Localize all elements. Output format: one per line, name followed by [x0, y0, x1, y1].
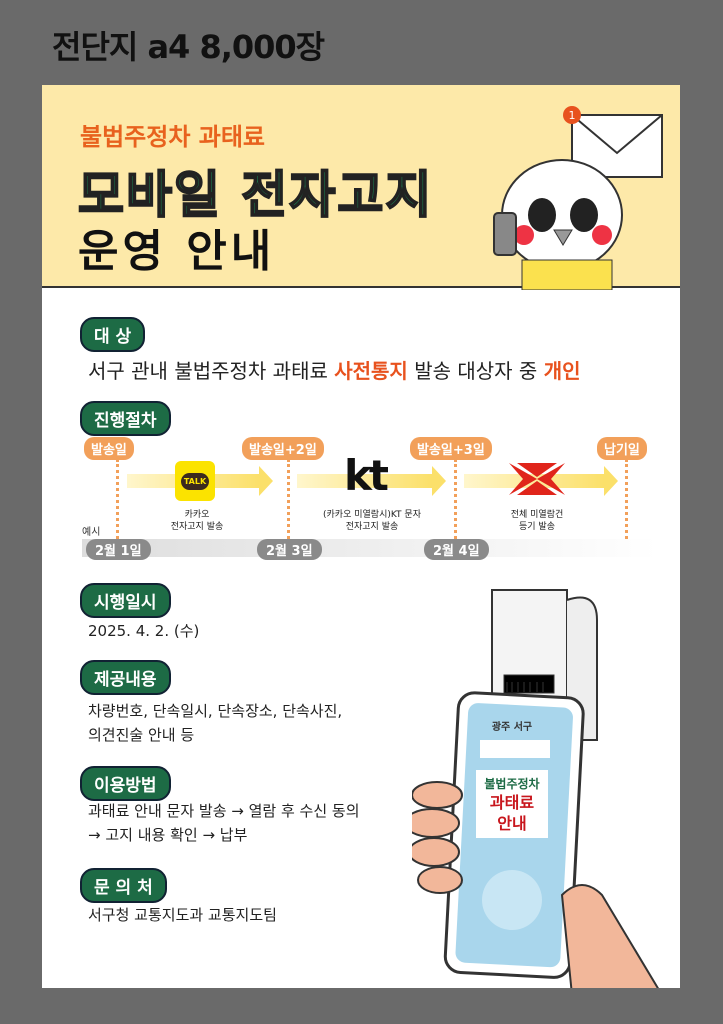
svg-text:과태료: 과태료	[490, 793, 534, 812]
flyer-spec-title: 전단지 a4 8,000장	[52, 28, 325, 66]
poster-header: 불법주정차 과태료 모바일 전자고지 운영 안내 1	[42, 85, 680, 290]
example-label: 예시	[82, 527, 101, 538]
example-date: 2월 4일	[424, 539, 489, 560]
example-date: 2월 3일	[257, 539, 322, 560]
contact-text: 서구청 교통지도과 교통지도팀	[88, 906, 277, 924]
step-pill: 발송일+2일	[242, 437, 324, 460]
step-pill: 발송일	[84, 437, 134, 460]
post-icon	[509, 463, 565, 495]
phone-illustration: 광주 서구 불법주정차 과태료 안내	[412, 589, 659, 988]
arrow	[464, 466, 618, 496]
svg-text:불법주정차: 불법주정차	[484, 776, 539, 791]
svg-text:안내: 안내	[497, 814, 526, 833]
header-title: 모바일 전자고지	[77, 165, 434, 225]
section-label-contact: 문 의 처	[80, 868, 167, 903]
section-label-usage: 이용방법	[80, 766, 171, 801]
header-subtitle: 불법주정차 과태료	[80, 123, 265, 151]
mascot-illustration: 1	[493, 106, 663, 290]
usage-text: 과태료 안내 문자 발송 → 열람 후 수신 동의→ 고지 내용 확인 → 납부	[88, 802, 360, 844]
step-pill: 납기일	[597, 437, 647, 460]
header-title-line2: 운영 안내	[78, 226, 276, 277]
arrow	[297, 466, 446, 496]
target-text: 서구 관내 불법주정차 과태료 사전통지 발송 대상자 중 개인	[88, 359, 581, 383]
kakaotalk-logo: TALK	[175, 461, 215, 501]
section-label-content: 제공내용	[80, 660, 171, 695]
content-text: 차량번호, 단속일시, 단속장소, 단속사진,의견진술 안내 등	[88, 702, 343, 744]
section-label-target: 대 상	[80, 317, 146, 352]
date-text: 2025. 4. 2. (수)	[88, 622, 200, 640]
poster: 불법주정차 과태료 모바일 전자고지 운영 안내 1 대 상 서구 관내 불법주…	[42, 85, 680, 988]
section-label-process: 진행절차	[80, 401, 171, 436]
kt-logo: kt	[344, 451, 389, 500]
notification-badge: 1	[569, 109, 576, 122]
example-date: 2월 1일	[86, 539, 151, 560]
step-pill: 발송일+3일	[410, 437, 492, 460]
phone-brand: 광주 서구	[492, 720, 532, 733]
section-label-date: 시행일시	[80, 583, 171, 618]
